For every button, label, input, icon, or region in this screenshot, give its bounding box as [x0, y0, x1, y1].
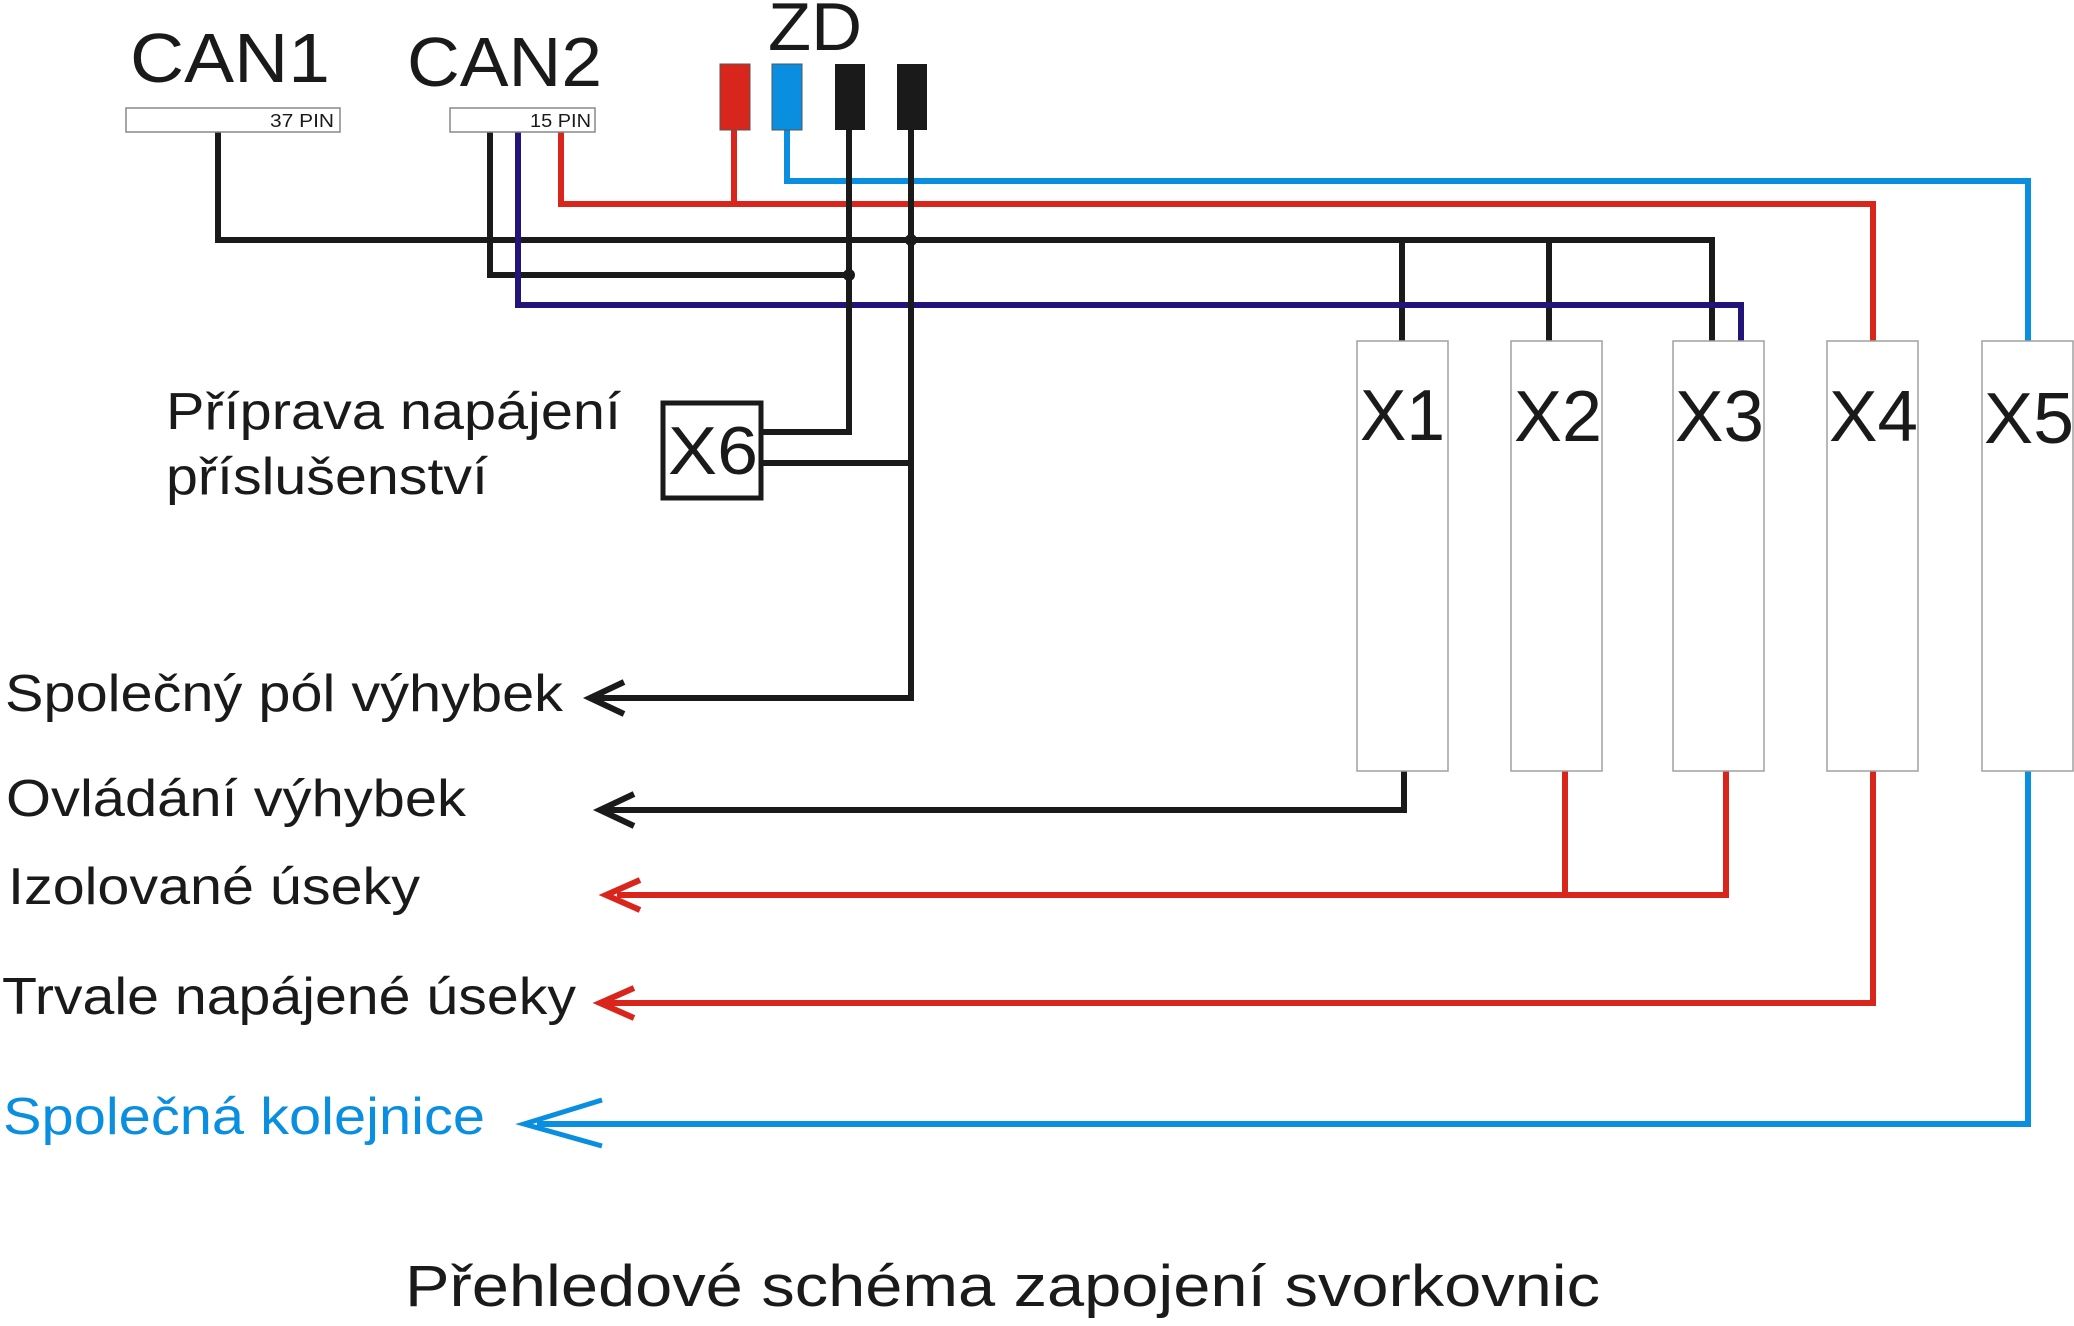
- wire-red-x3-out: [617, 768, 1729, 898]
- wire-black-can2: [487, 129, 852, 278]
- wire-red-can2: [558, 129, 1876, 344]
- zd-terminal-red: [719, 63, 751, 131]
- wire-blue-x5-out: [537, 768, 2031, 1127]
- terminal-block-x2: [1510, 340, 1603, 772]
- can1-label: CAN1: [130, 19, 330, 97]
- zd-terminal-black: [835, 64, 865, 130]
- can2-label: CAN2: [407, 23, 602, 101]
- wire-black-zd3-x6: [760, 127, 852, 435]
- can2-connector: [449, 107, 596, 133]
- terminal-label-x4: X4: [1829, 377, 1918, 457]
- junction-dot: [843, 269, 855, 281]
- wire-red-x4-out: [607, 768, 1876, 1006]
- arrow-head-permanent: [592, 985, 636, 1021]
- arrow-head-common-pole: [582, 679, 626, 717]
- terminal-block-x1: [1356, 340, 1449, 772]
- wires: [215, 127, 2031, 1127]
- can1-connector: [125, 107, 341, 133]
- wire-black-can1: [215, 129, 1715, 344]
- output-label-switch-control: Ovládání výhybek: [6, 770, 467, 828]
- x6-label: X6: [668, 413, 758, 489]
- arrow-head-common-rail: [515, 1097, 603, 1149]
- zd-terminal-black: [897, 64, 927, 130]
- zd-label: ZD: [768, 0, 862, 65]
- can1-pins: 37 PIN: [270, 111, 334, 131]
- wire-black-x1-out: [607, 768, 1407, 813]
- wire-black-zd4: [597, 127, 914, 701]
- terminal-block-x3: [1672, 340, 1765, 772]
- output-label-common-rail: Společná kolejnice: [3, 1088, 485, 1146]
- terminal-blocks: X1 X2 X3 X4 X5: [1356, 340, 2074, 772]
- terminal-block-x4: [1826, 340, 1919, 772]
- wire-purple-can2-x3: [515, 129, 1744, 344]
- x6-description-line2: příslušenství: [166, 448, 489, 506]
- wire-blue-zd-x5: [784, 127, 2031, 344]
- output-label-permanent-sections: Trvale napájené úseky: [2, 968, 576, 1026]
- junction-dot: [905, 234, 917, 246]
- terminal-label-x1: X1: [1360, 376, 1445, 456]
- output-label-common-pole: Společný pól výhybek: [5, 665, 564, 723]
- output-label-isolated-sections: Izolované úseky: [8, 858, 420, 916]
- can2-pins: 15 PIN: [530, 111, 591, 131]
- x6-description-line1: Příprava napájení: [166, 383, 622, 441]
- arrow-head-switch-control: [592, 791, 636, 829]
- zd-terminal-blue: [771, 63, 803, 131]
- terminal-block-x5: [1981, 340, 2074, 772]
- arrowheads: [515, 679, 642, 1149]
- terminal-label-x3: X3: [1675, 377, 1764, 457]
- terminal-label-x2: X2: [1514, 377, 1602, 457]
- x6-block: [660, 400, 764, 501]
- diagram-title: Přehledové schéma zapojení svorkovnic: [405, 1254, 1600, 1319]
- arrow-head-isolated: [598, 877, 642, 913]
- terminal-label-x5: X5: [1984, 379, 2074, 459]
